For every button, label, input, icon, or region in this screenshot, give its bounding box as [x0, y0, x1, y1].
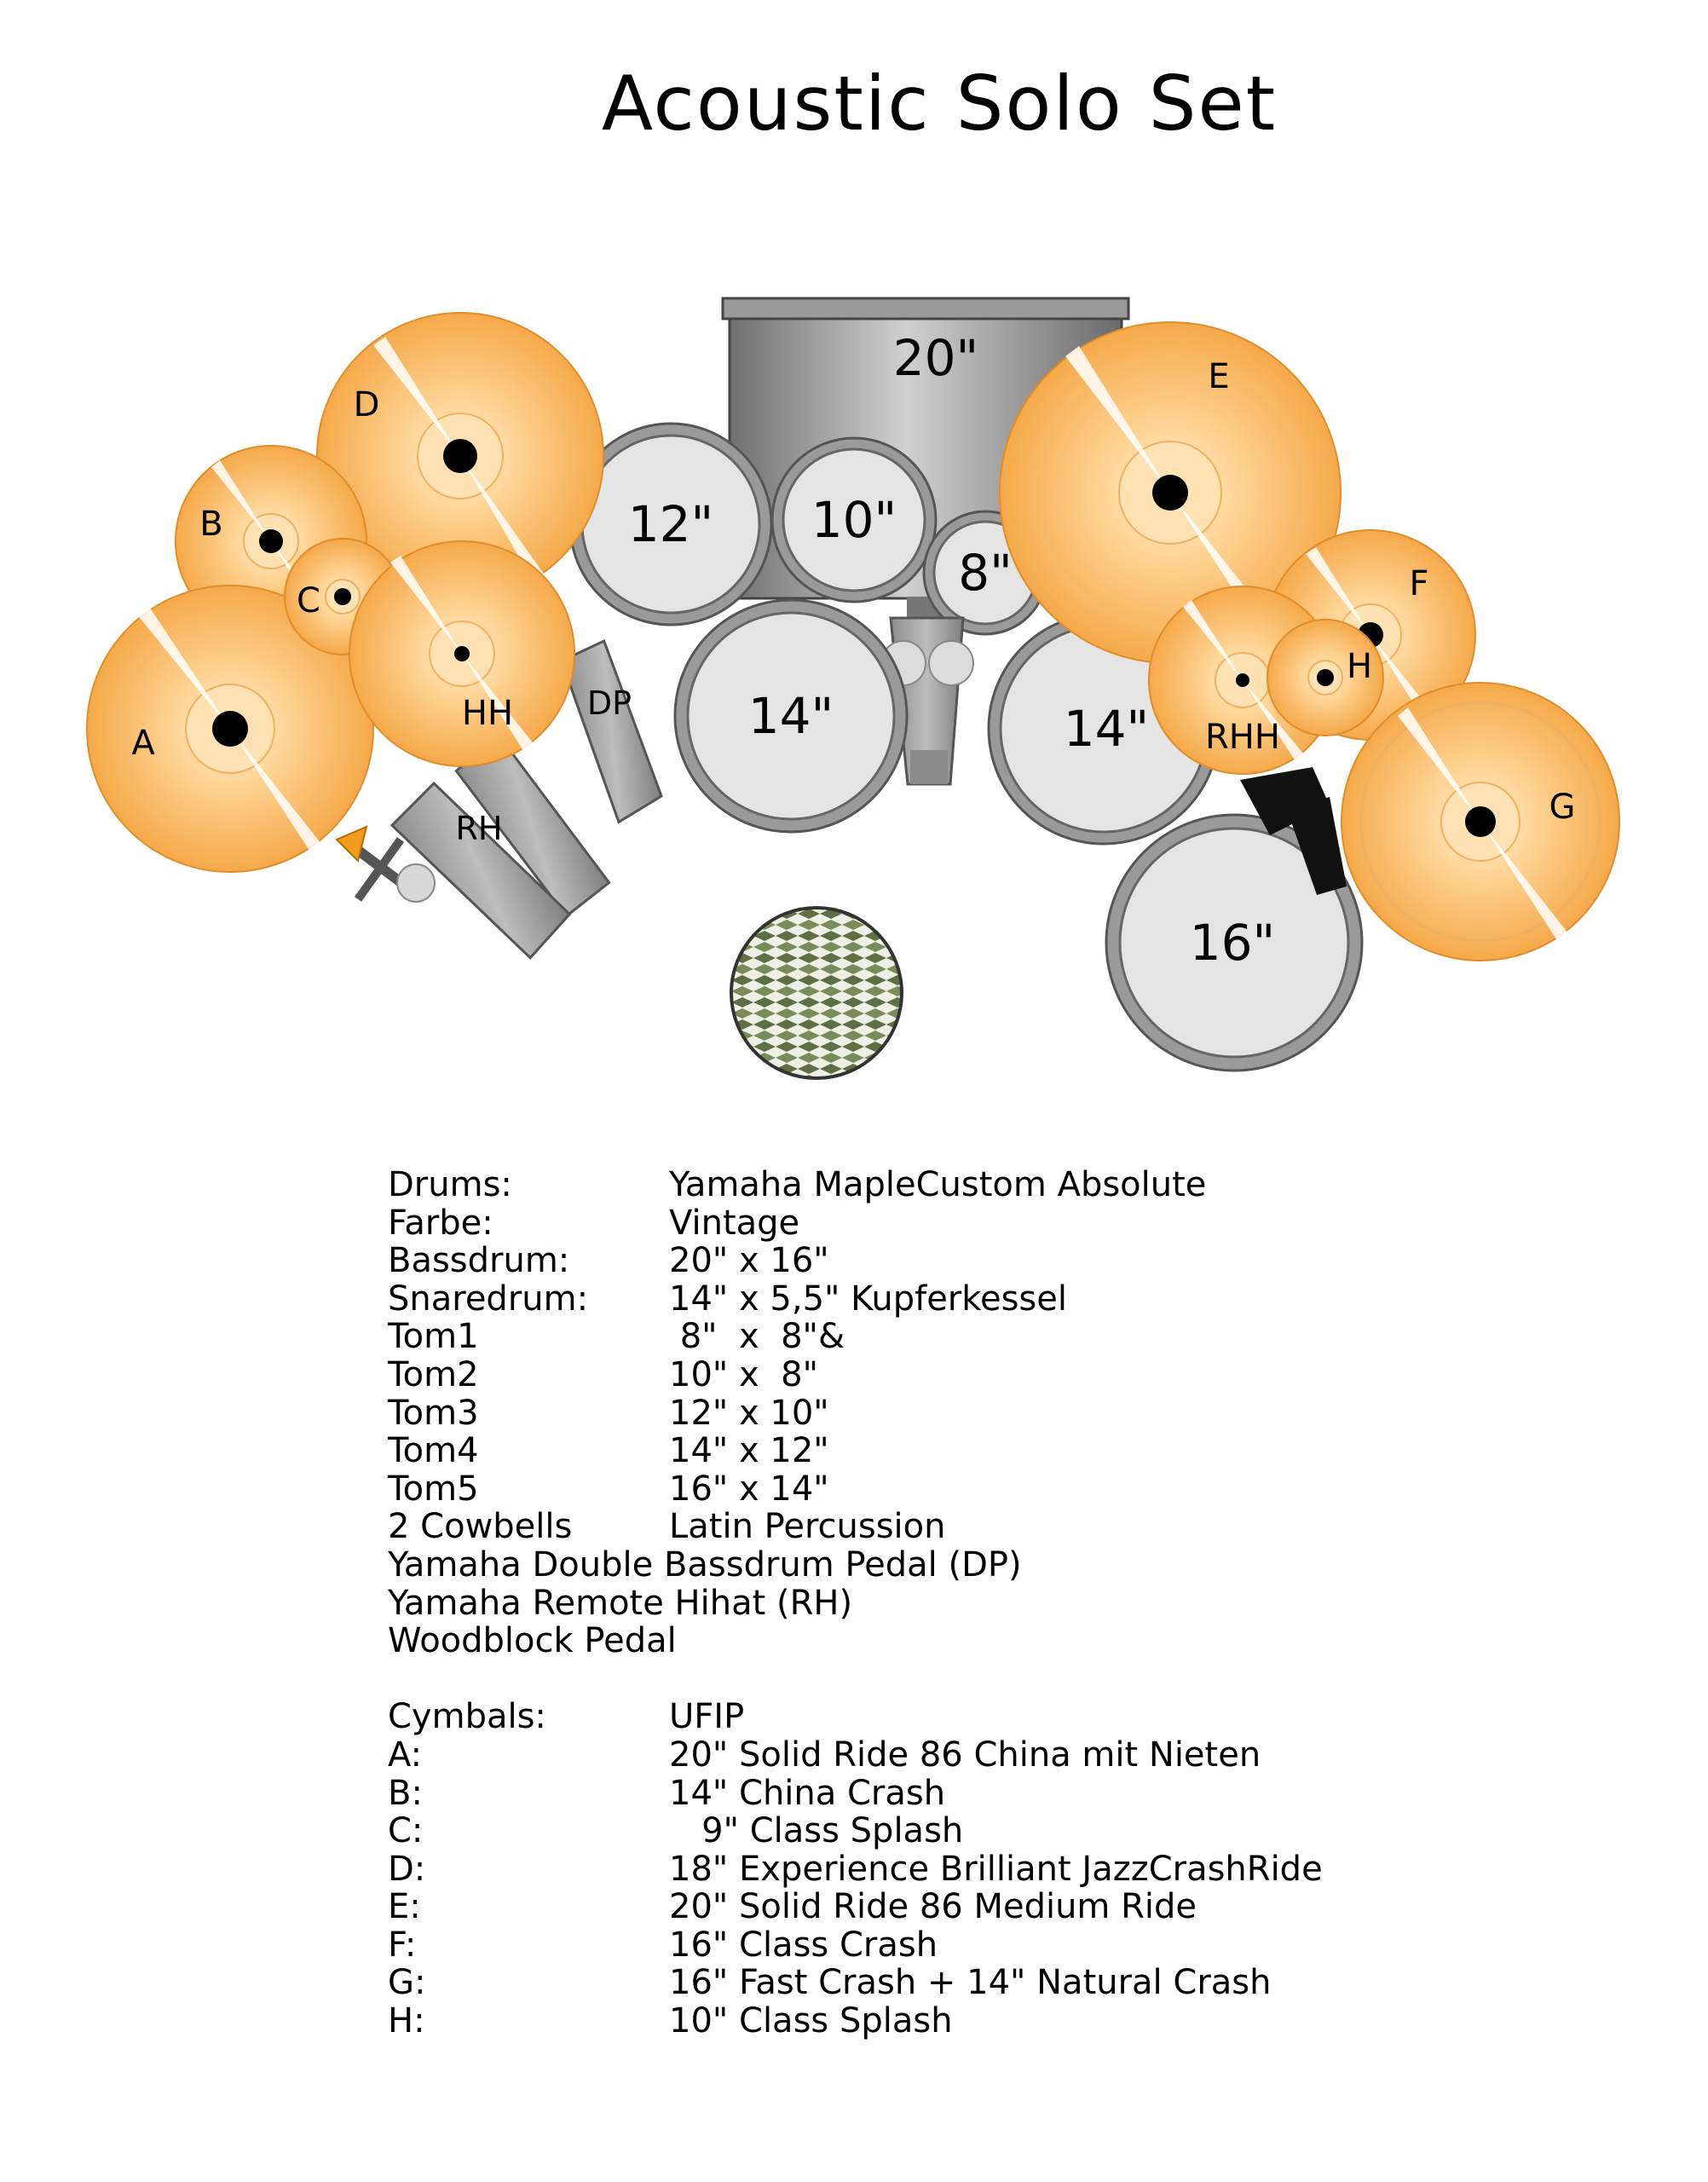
- hihat-label: HH: [462, 694, 513, 733]
- tom-14-label: 14": [1064, 700, 1149, 758]
- tom-10: 10": [770, 436, 938, 603]
- spec-row: Drums:Yamaha MapleCustom Absolute: [388, 1165, 1207, 1204]
- spec-row: G:16" Fast Crash + 14" Natural Crash: [388, 1963, 1272, 2003]
- snare-14-label: 14": [748, 687, 834, 745]
- spec-extra: Yamaha Double Bassdrum Pedal (DP): [388, 1544, 1022, 1585]
- cymbal-d: D: [316, 312, 604, 600]
- cymbal-g-label: G: [1549, 788, 1576, 827]
- cymbal-f-label: F: [1409, 564, 1428, 603]
- floor-tom-16-label: 16": [1190, 914, 1275, 972]
- cymbal-h: H: [1267, 619, 1384, 736]
- spec-row: Snaredrum:14" x 5,5" Kupferkessel: [388, 1279, 1067, 1319]
- rh-label: RH: [456, 810, 503, 847]
- remote-hihat-pedal: RH: [335, 781, 572, 960]
- cymbal-e: E: [999, 321, 1342, 664]
- tom-8-label: 8": [958, 544, 1013, 602]
- cymbal-h-label: H: [1347, 647, 1372, 686]
- cymbal-a: A: [86, 585, 374, 873]
- cymbal-a-label: A: [131, 724, 155, 763]
- spec-extra: Woodblock Pedal: [388, 1621, 677, 1661]
- hihat: HH: [349, 540, 575, 767]
- spec-row: C: 9" Class Splash: [388, 1811, 964, 1851]
- double-pedal: DP: [454, 639, 663, 919]
- spec-row: A:20" Solid Ride 86 China mit Nieten: [388, 1735, 1261, 1775]
- cymbal-e-label: E: [1208, 357, 1229, 396]
- cowbell-right: [928, 640, 974, 686]
- spec-row: D:18" Experience Brilliant JazzCrashRide: [388, 1849, 1323, 1889]
- floor-tom-16: 16": [1105, 813, 1364, 1072]
- drum-throne: [730, 906, 903, 1080]
- spec-row: Bassdrum:20" x 16": [388, 1241, 829, 1281]
- spec-row: Tom1 8" x 8"&: [388, 1317, 845, 1357]
- spec-extra: Yamaha Remote Hihat (RH): [388, 1583, 853, 1623]
- spec-row: Farbe:Vintage: [388, 1203, 800, 1243]
- bassdrum-label: 20": [893, 329, 978, 387]
- remote-hihat-label: RHH: [1205, 718, 1280, 757]
- spec-row: H:10" Class Splash: [388, 2001, 953, 2041]
- spec-row: B:14" China Crash: [388, 1773, 946, 1813]
- tom-10-label: 10": [811, 491, 897, 549]
- cymbal-g: G: [1341, 682, 1620, 961]
- drum-kit-diagram: 20" 12" 10" 8" 14" 14" 16": [86, 297, 1620, 1080]
- spec-row: E:20" Solid Ride 86 Medium Ride: [388, 1887, 1197, 1927]
- tom-12-label: 12": [628, 495, 713, 553]
- spec-gap: [388, 1660, 1323, 1699]
- snare-14: 14": [673, 598, 909, 834]
- spec-list: Drums:Yamaha MapleCustom Absolute Farbe:…: [388, 1166, 1323, 2041]
- cymbal-c-label: C: [297, 581, 320, 621]
- tom-12: 12": [568, 422, 773, 626]
- bassdrum-pedal: [880, 616, 974, 786]
- woodblock-pedal: [1240, 767, 1347, 895]
- spec-row: F:16" Class Crash: [388, 1925, 938, 1965]
- spec-row: Cymbals:UFIP: [388, 1697, 745, 1737]
- cymbal-d-label: D: [354, 385, 380, 424]
- dp-label: DP: [587, 684, 632, 722]
- page-title: Acoustic Solo Set: [601, 60, 1278, 147]
- cymbal-b-label: B: [199, 505, 222, 544]
